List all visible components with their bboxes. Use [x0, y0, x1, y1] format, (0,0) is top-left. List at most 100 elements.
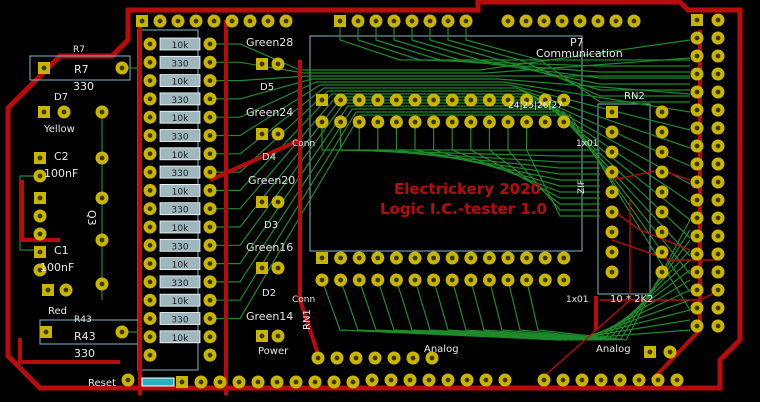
- pad-drill: [147, 96, 153, 102]
- pad-drill: [631, 18, 637, 24]
- resistor-value-label: 330: [171, 59, 188, 69]
- pad-drill: [449, 97, 455, 103]
- pad-drill: [561, 119, 567, 125]
- pad-drill: [147, 114, 153, 120]
- pad-drill: [275, 199, 281, 205]
- resistor-value-label: 330: [171, 279, 188, 289]
- label-d5: D5: [260, 82, 274, 93]
- pad-drill: [659, 249, 665, 255]
- resistor-body: [159, 129, 201, 142]
- trace-back: [414, 279, 691, 341]
- pad-drill: [350, 379, 356, 385]
- resistor-body: [159, 110, 201, 124]
- resistor-array: 10k33010k33010k33010k33010k33010k33010k3…: [159, 37, 201, 344]
- pad-drill: [375, 97, 381, 103]
- pad-drill: [715, 89, 721, 95]
- resistor-value-label: 10k: [172, 224, 189, 234]
- pad-drill: [37, 249, 43, 255]
- trace-back: [210, 78, 691, 100]
- pad-drill: [715, 323, 721, 329]
- pad-drill: [315, 355, 321, 361]
- pad-drill: [412, 255, 418, 261]
- trace-back: [210, 87, 691, 155]
- pad-drill: [715, 269, 721, 275]
- pad-drill: [617, 377, 623, 383]
- reset-switch-body[interactable]: [141, 377, 175, 387]
- pad-drill: [198, 379, 204, 385]
- pad-drill: [524, 97, 529, 103]
- pad-drill: [598, 377, 604, 383]
- pad-drill: [373, 18, 379, 24]
- pad-drill: [41, 109, 47, 115]
- pad-drill: [293, 379, 299, 385]
- resistor-body: [159, 92, 201, 106]
- pad-drill: [334, 355, 340, 361]
- pad-drill: [483, 377, 489, 383]
- label-d2: D2: [262, 288, 276, 299]
- label-d3: D3: [264, 220, 278, 231]
- trace-back: [375, 21, 690, 73]
- trace-back: [526, 219, 691, 341]
- pad-drill: [659, 209, 665, 215]
- pad-drill: [449, 119, 455, 125]
- pad-drill: [61, 109, 67, 115]
- label-communication: Communication: [536, 47, 623, 60]
- pad-drill: [694, 233, 700, 239]
- pad-drill: [412, 119, 418, 125]
- pad-drill: [694, 125, 700, 131]
- pad-drill: [207, 206, 213, 212]
- pad-drill: [431, 277, 436, 283]
- pad-drill: [579, 377, 585, 383]
- pad-drill: [542, 119, 548, 125]
- pad-drill: [715, 215, 721, 221]
- pad-drill: [375, 277, 381, 283]
- pad-drill: [394, 255, 399, 261]
- label-c1-value: 100nF: [40, 261, 74, 274]
- label-c2-value: 100nF: [44, 167, 78, 180]
- trace-back: [377, 279, 691, 341]
- trace-back: [321, 122, 600, 151]
- pad-drill: [468, 119, 474, 125]
- pad-drill: [505, 255, 511, 261]
- pad-drill: [694, 323, 700, 329]
- pad-drill: [694, 179, 700, 185]
- pad-drill: [449, 255, 455, 261]
- pad-drill: [319, 255, 325, 261]
- resistor-body: [159, 238, 201, 252]
- pad-drill: [609, 129, 615, 135]
- trace-back: [507, 122, 600, 211]
- pad-drill: [715, 161, 721, 167]
- pad-drill: [207, 297, 213, 303]
- label-conn-mid: Conn: [292, 295, 315, 305]
- pad-drill: [388, 377, 394, 383]
- pad-drill: [667, 349, 673, 355]
- label-p7: P7: [570, 36, 584, 49]
- pad-drill: [659, 269, 665, 275]
- label-green20: Green20: [248, 174, 295, 187]
- pad-drill: [659, 169, 665, 175]
- pad-drill: [659, 129, 665, 135]
- resistor-body: [159, 183, 201, 197]
- resistor-value-label: 10k: [172, 261, 189, 271]
- label-r43: R43: [74, 315, 92, 325]
- trace-back: [488, 122, 600, 205]
- pad-drill: [541, 18, 547, 24]
- pad-drill: [207, 352, 213, 358]
- label-10x2k2: 10 * 2K2: [610, 294, 653, 305]
- trace-back: [451, 122, 600, 193]
- pad-drill: [147, 316, 153, 321]
- pad-drill: [412, 97, 418, 103]
- pad-drill: [139, 18, 145, 24]
- trace-back: [447, 21, 690, 97]
- pad-drill: [147, 41, 153, 47]
- pad-drill: [283, 18, 289, 24]
- pad-drill: [331, 379, 337, 385]
- pad-drill: [463, 18, 469, 24]
- pad-drill: [217, 379, 223, 385]
- pad-drill: [338, 119, 343, 125]
- pad-drill: [275, 333, 281, 339]
- label-green24: Green24: [246, 106, 293, 119]
- pad-drill: [147, 224, 153, 230]
